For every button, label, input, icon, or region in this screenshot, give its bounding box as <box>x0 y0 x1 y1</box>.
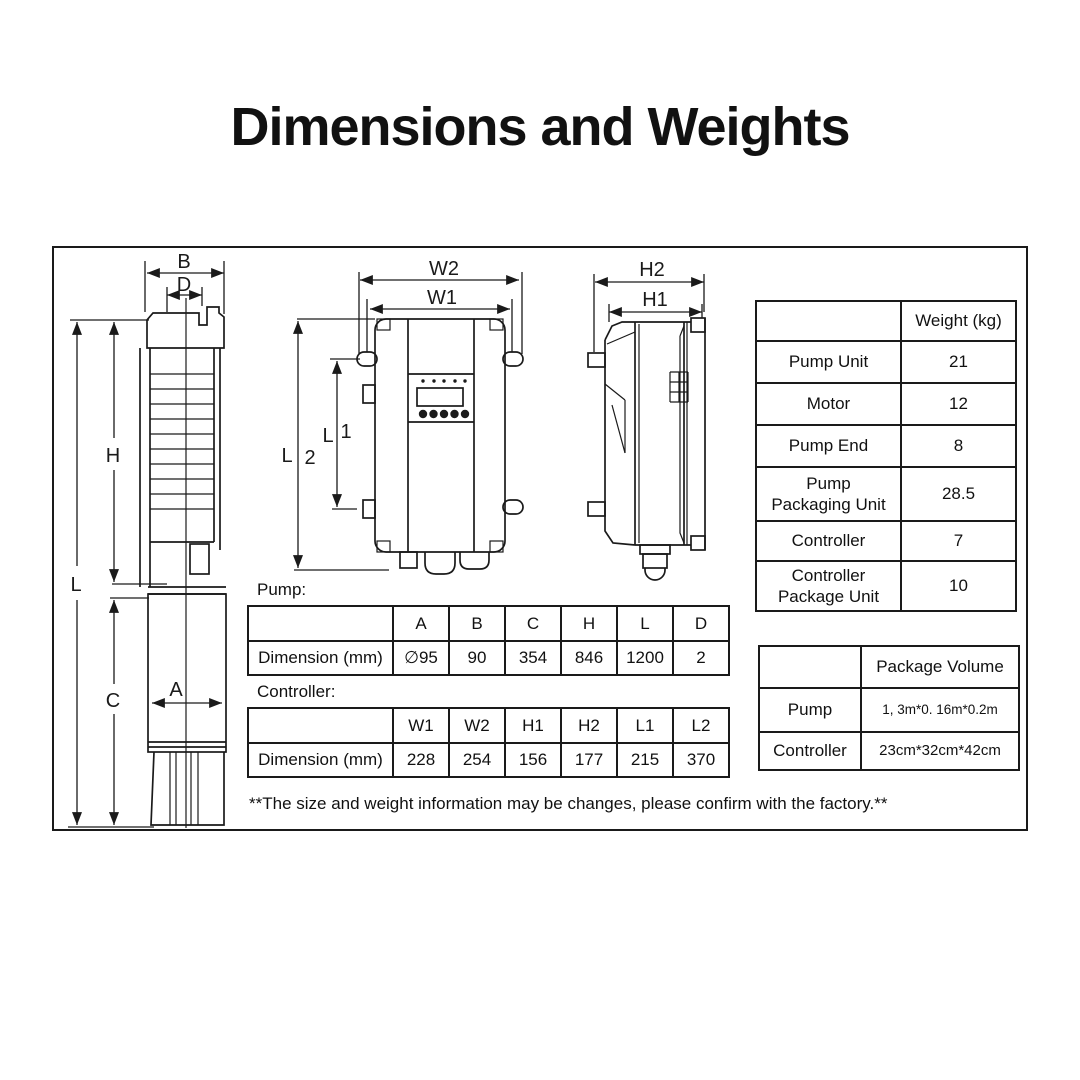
table-row: Controller 7 <box>755 520 1017 562</box>
pump-table-blank-header <box>247 605 394 642</box>
package-table-col-header: Package Volume <box>860 645 1020 689</box>
table-row: Pump 1, 3m*0. 16m*0.2m <box>758 687 1020 733</box>
controller-table-row-label: Dimension (mm) <box>247 742 394 778</box>
controller-dim-h1-label: H1 <box>642 289 668 311</box>
weight-table-col-header: Weight (kg) <box>900 300 1017 342</box>
table-row: Controller 23cm*32cm*42cm <box>758 731 1020 771</box>
page-title: Dimensions and Weights <box>230 97 850 157</box>
figure-box: B D H L <box>52 246 1028 831</box>
table-row: Motor 12 <box>755 382 1017 426</box>
pump-dim-b-label: B <box>177 251 190 273</box>
controller-table-blank-header <box>247 707 394 744</box>
table-row: Controller Package Unit 10 <box>755 560 1017 612</box>
package-volume-table: Package Volume Pump 1, 3m*0. 16m*0.2m Co… <box>758 645 1020 771</box>
pump-dim-d-label: D <box>177 274 191 296</box>
pump-dim-l-label: L <box>70 574 81 596</box>
controller-dim-w2-label: W2 <box>429 258 459 280</box>
pump-section-label: Pump: <box>257 580 307 599</box>
weight-table-blank-header <box>755 300 902 342</box>
controller-dim-w1-label: W1 <box>427 287 457 309</box>
controller-dim-l1-letter: L <box>322 425 333 447</box>
pump-dim-c-label: C <box>106 690 120 712</box>
table-row: Pump Packaging Unit 28.5 <box>755 466 1017 522</box>
controller-dim-l2-letter: L <box>281 445 292 467</box>
weight-table: Weight (kg) Pump Unit 21 Motor 12 Pump E… <box>755 300 1017 612</box>
footnote: **The size and weight information may be… <box>249 794 888 813</box>
controller-dim-l2-digit: 2 <box>304 447 315 469</box>
pump-dim-h-label: H <box>106 445 120 467</box>
table-row: Pump Unit 21 <box>755 340 1017 384</box>
table-row: Dimension (mm) ∅95 90 354 846 1200 2 <box>247 640 730 676</box>
controller-dim-l1-digit: 1 <box>340 421 351 443</box>
controller-front-drawing: W2 W1 L 2 L 1 <box>281 258 524 575</box>
package-table-blank-header <box>758 645 862 689</box>
pump-dim-a-label: A <box>169 679 183 701</box>
controller-dimension-table: W1 W2 H1 H2 L1 L2 Dimension (mm) 228 254… <box>247 707 730 778</box>
controller-side-drawing: H2 H1 <box>587 259 706 581</box>
pump-dimension-table: A B C H L D Dimension (mm) ∅95 90 354 84… <box>247 605 730 676</box>
controller-section-label: Controller: <box>257 682 336 701</box>
table-row: Pump End 8 <box>755 424 1017 468</box>
table-row: Dimension (mm) 228 254 156 177 215 370 <box>247 742 730 778</box>
pump-table-row-label: Dimension (mm) <box>247 640 394 676</box>
technical-drawing: B D H L <box>68 251 706 828</box>
controller-dim-h2-label: H2 <box>639 259 665 281</box>
pump-drawing: B D H L <box>68 251 227 828</box>
